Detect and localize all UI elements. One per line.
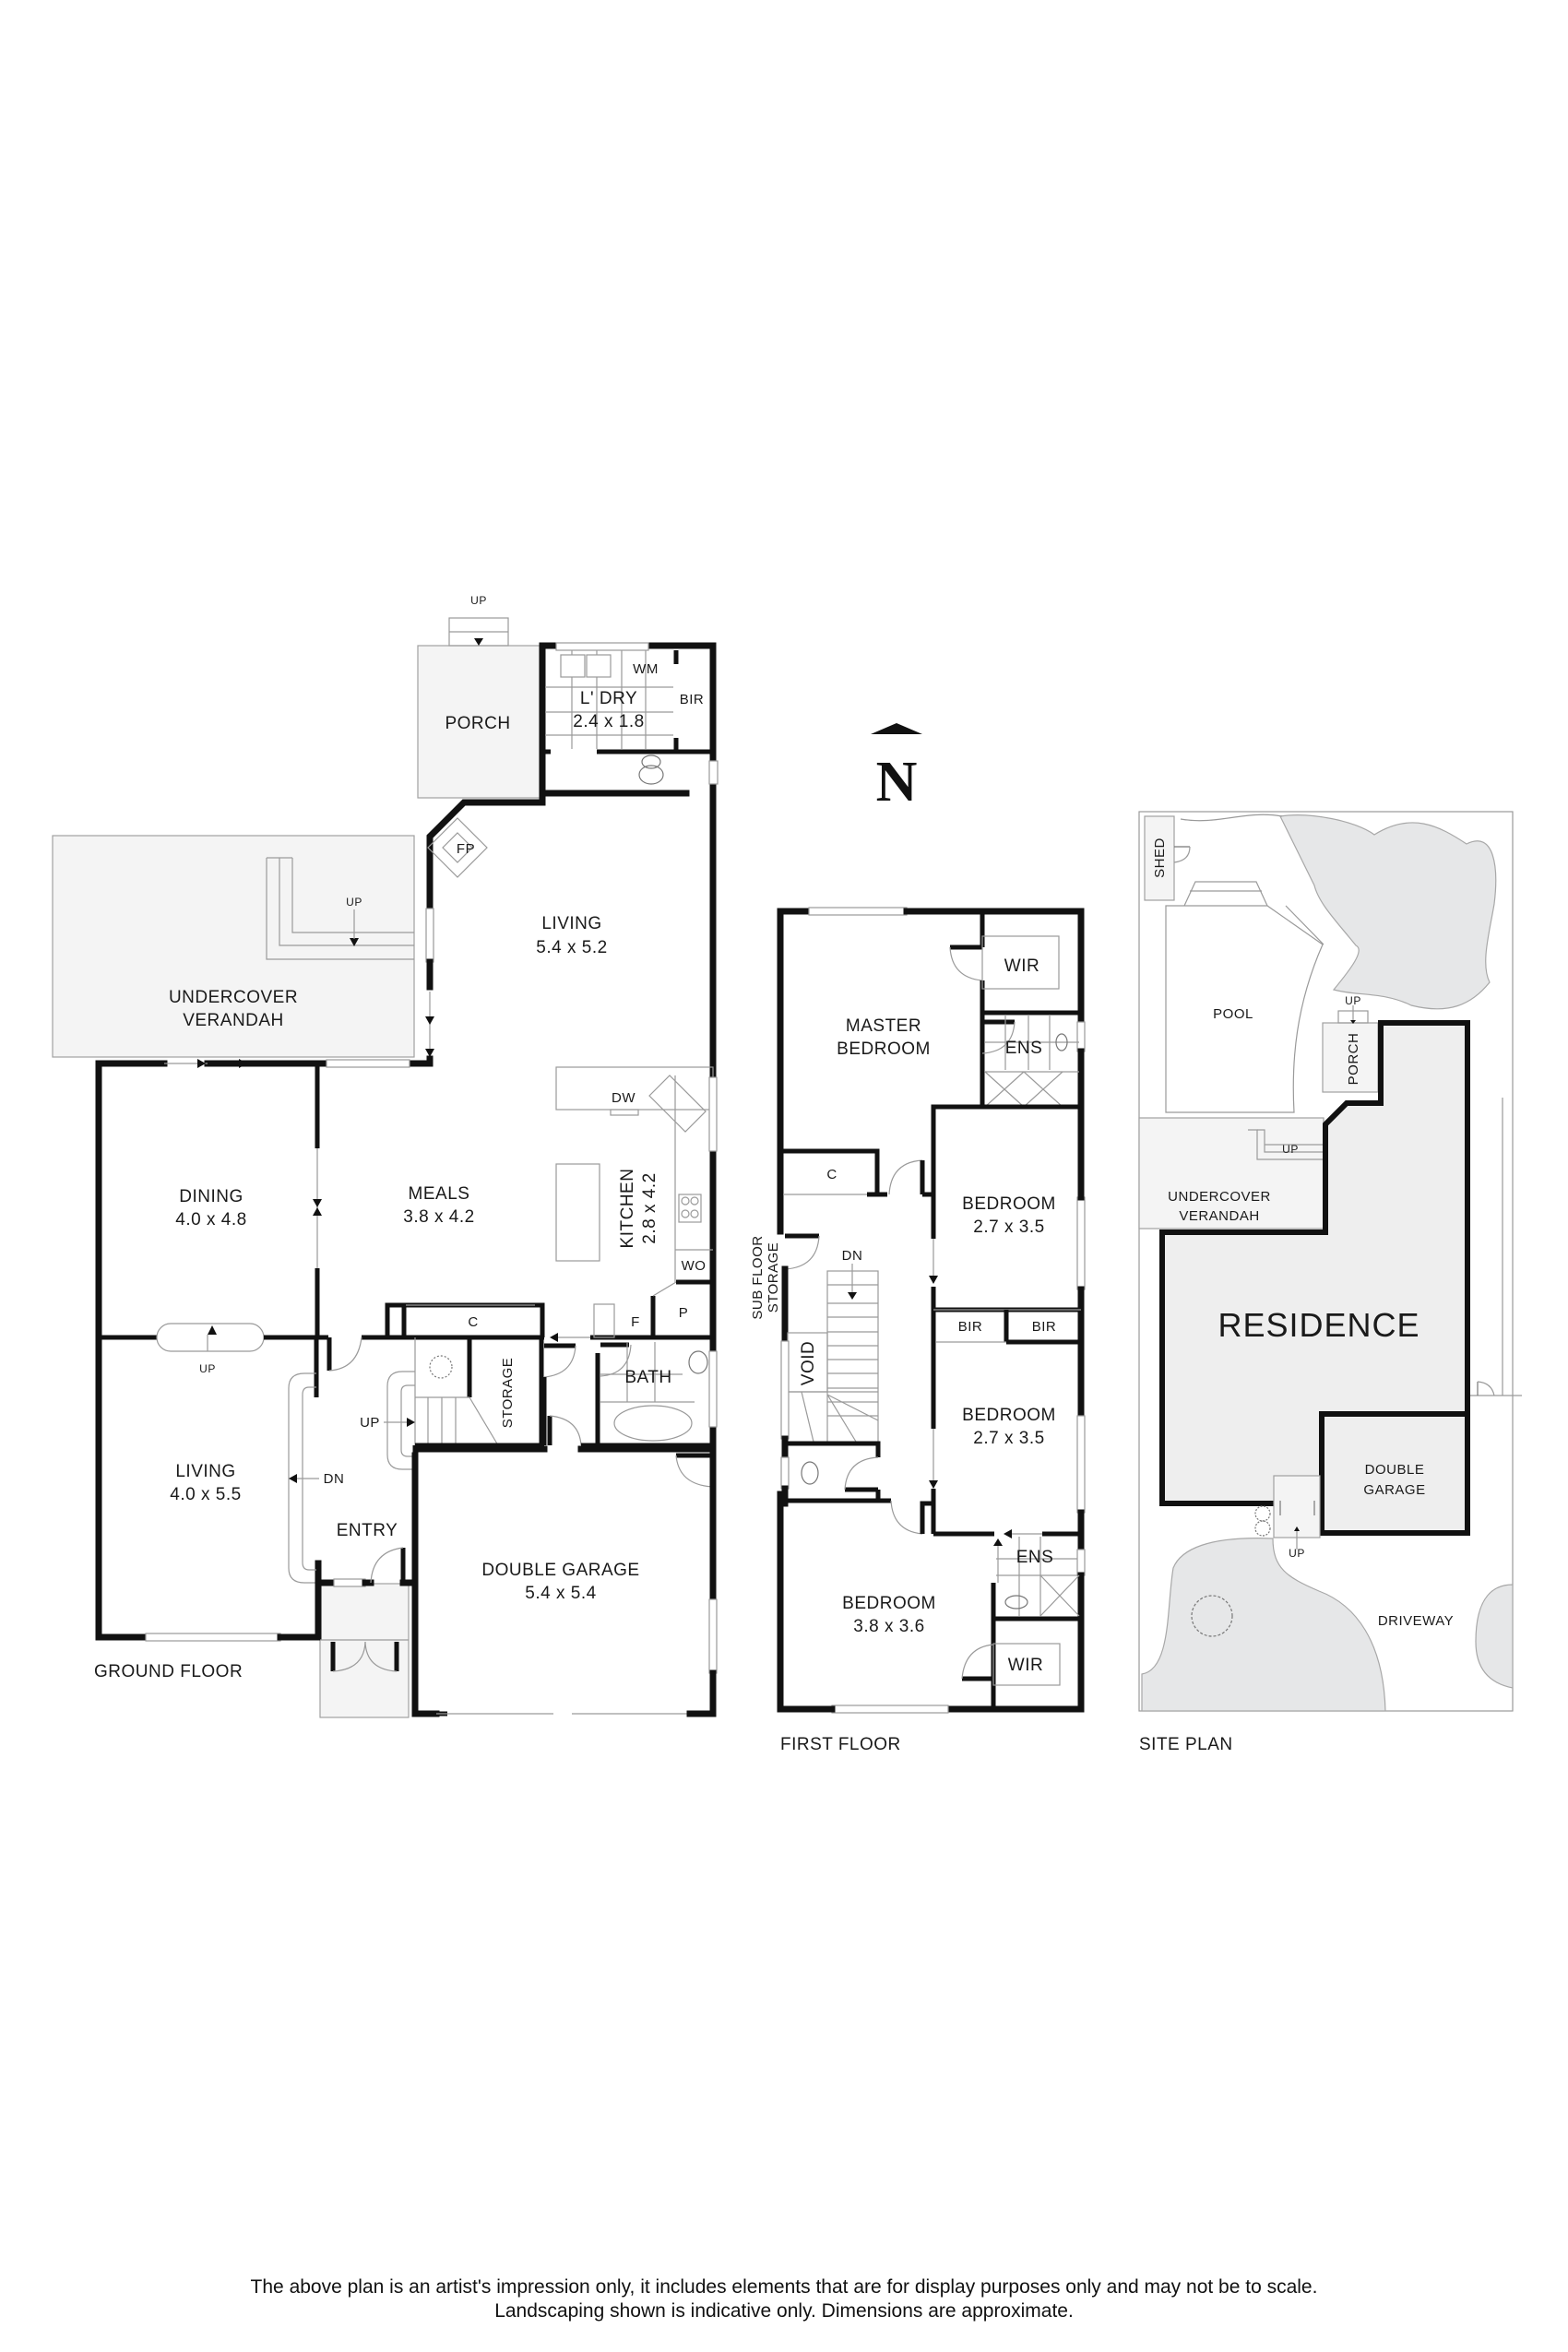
fireplace-label: FP xyxy=(457,841,475,857)
room-master-line1: MASTER xyxy=(846,1016,921,1036)
pantry-label: P xyxy=(679,1305,689,1321)
first-floor-plan xyxy=(777,907,1086,1714)
room-laundry-size: 2.4 x 1.8 xyxy=(573,712,644,731)
site-porch-up-label: UP xyxy=(1345,994,1361,1007)
disclaimer-line-1: The above plan is an artist's impression… xyxy=(250,2276,1318,2298)
room-bed3: BEDROOM xyxy=(962,1406,1056,1425)
verandah-stair-arrow-icon xyxy=(350,938,359,946)
closet-label: C xyxy=(468,1314,478,1330)
room-living-main-size: 5.4 x 5.2 xyxy=(536,938,607,957)
north-arrow-icon xyxy=(871,723,922,734)
room-verandah-line1: UNDERCOVER xyxy=(169,988,298,1007)
site-shed-label: SHED xyxy=(1152,837,1168,878)
ground-floor-labels: UP PORCH WM BIR L' DRY 2.4 x 1.8 FP LIVI… xyxy=(94,594,706,1681)
site-plan xyxy=(1138,811,1522,1712)
room-bed2: BEDROOM xyxy=(962,1194,1056,1214)
room-verandah-line2: VERANDAH xyxy=(183,1011,284,1030)
room-subfloor-line2: STORAGE xyxy=(766,1242,781,1313)
site-verandah-line2: VERANDAH xyxy=(1179,1208,1259,1224)
room-kitchen: KITCHEN xyxy=(618,1169,637,1249)
site-garage-line2: GARAGE xyxy=(1363,1482,1425,1498)
site-garage-outline xyxy=(1319,1411,1470,1536)
disclaimer-line-2: Landscaping shown is indicative only. Di… xyxy=(494,2300,1074,2322)
ground-floor-title: GROUND FLOOR xyxy=(94,1662,243,1681)
porch-stair-up-label: UP xyxy=(470,594,487,607)
first-floor-labels: MASTER BEDROOM WIR ENS C BEDROOM 2.7 x 3… xyxy=(750,956,1056,1754)
ensuite-door-arrow-icon xyxy=(993,1538,1003,1546)
room-bed4-ens: ENS xyxy=(1016,1548,1054,1567)
porch-stair-arrow-icon xyxy=(474,638,483,646)
site-pool-label: POOL xyxy=(1213,1006,1253,1022)
room-dining: DINING xyxy=(179,1187,244,1206)
site-residence-label: RESIDENCE xyxy=(1218,1306,1420,1344)
verandah-area xyxy=(52,835,415,1058)
site-driveway-label: DRIVEWAY xyxy=(1378,1613,1454,1629)
room-master-line2: BEDROOM xyxy=(837,1039,931,1059)
site-garage-line1: DOUBLE xyxy=(1365,1462,1425,1478)
laundry-wm-label: WM xyxy=(633,661,659,677)
north-compass: N xyxy=(871,723,922,814)
room-bed4-size: 3.8 x 3.6 xyxy=(853,1617,924,1636)
room-garage: DOUBLE GARAGE xyxy=(481,1561,639,1580)
room-garage-size: 5.4 x 5.4 xyxy=(525,1584,596,1603)
room-porch: PORCH xyxy=(445,714,510,733)
site-verandah-line1: UNDERCOVER xyxy=(1168,1189,1271,1205)
room-laundry: L' DRY xyxy=(580,689,637,708)
first-closet-label: C xyxy=(826,1167,837,1182)
room-bath: BATH xyxy=(624,1368,671,1387)
entry-stair-up-label: UP xyxy=(360,1415,380,1431)
room-bed3-size: 2.7 x 3.5 xyxy=(973,1429,1044,1448)
first-stair-dn-label: DN xyxy=(842,1248,863,1264)
room-meals-size: 3.8 x 4.2 xyxy=(403,1207,474,1227)
entry-stair-dn-label: DN xyxy=(324,1471,345,1487)
site-verandah-up-label: UP xyxy=(1282,1143,1299,1156)
living-stair-up-label: UP xyxy=(199,1362,216,1375)
room-living-front-size: 4.0 x 5.5 xyxy=(170,1485,241,1504)
room-kitchen-size: 2.8 x 4.2 xyxy=(640,1172,659,1243)
fridge-label: F xyxy=(631,1314,640,1330)
dishwasher-label: DW xyxy=(612,1090,636,1106)
wall-oven-label: WO xyxy=(682,1258,707,1274)
room-entry: ENTRY xyxy=(337,1521,398,1540)
room-bir1: BIR xyxy=(958,1319,983,1335)
site-entry-up-label: UP xyxy=(1289,1547,1305,1560)
room-void: VOID xyxy=(799,1341,818,1385)
site-porch-label: PORCH xyxy=(1346,1033,1361,1086)
room-dining-size: 4.0 x 4.8 xyxy=(175,1210,246,1229)
room-subfloor-line1: SUB FLOOR xyxy=(750,1235,766,1319)
room-storage: STORAGE xyxy=(500,1358,516,1429)
room-bed2-size: 2.7 x 3.5 xyxy=(973,1218,1044,1237)
room-meals: MEALS xyxy=(409,1184,470,1204)
room-bed4: BEDROOM xyxy=(842,1594,936,1613)
site-plan-labels: SHED POOL UP PORCH UP UNDERCOVER VERANDA… xyxy=(1139,837,1454,1754)
laundry-bir-label: BIR xyxy=(680,692,705,707)
room-master-wir: WIR xyxy=(1004,956,1039,976)
room-master-ens: ENS xyxy=(1005,1039,1043,1058)
north-label: N xyxy=(876,751,918,814)
room-bed4-wir: WIR xyxy=(1008,1656,1043,1675)
room-living-front: LIVING xyxy=(175,1462,235,1481)
room-bir2: BIR xyxy=(1032,1319,1057,1335)
ground-floor-plan xyxy=(52,617,719,1718)
room-living-main: LIVING xyxy=(541,914,601,933)
verandah-stair-up-label: UP xyxy=(346,896,362,909)
first-floor-title: FIRST FLOOR xyxy=(780,1735,901,1754)
porch-area xyxy=(417,645,540,799)
site-plan-title: SITE PLAN xyxy=(1139,1735,1233,1754)
